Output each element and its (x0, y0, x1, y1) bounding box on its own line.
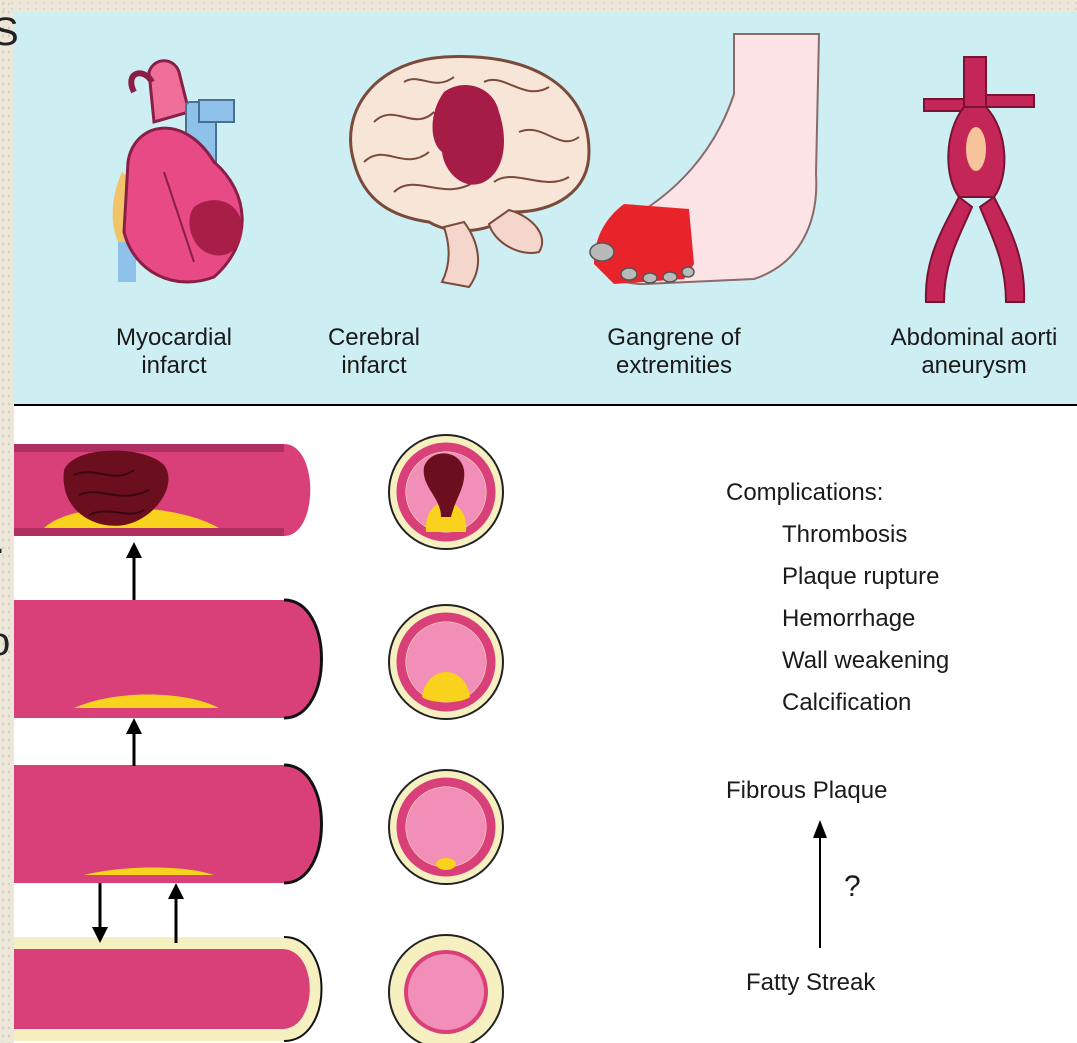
complication-item: Thrombosis (782, 520, 907, 550)
arrow-up-1 (124, 542, 144, 600)
slide-text-fragment: . (0, 520, 5, 560)
slide-text-fragment: o (0, 622, 10, 662)
vessel-normal (14, 937, 334, 1041)
complications-heading: Complications: (726, 478, 883, 508)
fibrous-plaque-label: Fibrous Plaque (726, 776, 887, 806)
complication-item: Hemorrhage (782, 604, 915, 634)
uncertain-marker: ? (844, 872, 861, 902)
organ-label-aneurysm: Abdominal aorti aneurysm (834, 324, 1077, 380)
atherosclerosis-figure: Myocardial infarct Cerebral infarct Gang… (14, 12, 1077, 1043)
arrow-up-2 (124, 718, 144, 766)
arrow-down-regression (90, 883, 110, 943)
slide-background-top (0, 0, 1077, 12)
cross-section-normal (386, 932, 506, 1043)
vessel-fatty-streak (14, 765, 334, 883)
organ-label-myocardial: Myocardial infarct (74, 324, 274, 380)
cross-section-fatty-streak (386, 767, 506, 887)
slide-text-fragment: S (0, 12, 19, 52)
cross-section-complicated (386, 432, 506, 552)
vessel-fibrous-plaque (14, 600, 334, 718)
complication-item: Calcification (782, 688, 911, 718)
organ-label-gangrene: Gangrene of extremities (574, 324, 774, 380)
heart-icon (94, 52, 274, 282)
vessel-complicated-lesion (14, 440, 334, 540)
cross-section-fibrous (386, 602, 506, 722)
aorta-icon (914, 57, 1044, 302)
complication-item: Plaque rupture (782, 562, 939, 592)
organ-label-cerebral: Cerebral infarct (294, 324, 454, 380)
complication-item: Wall weakening (782, 646, 949, 676)
brain-icon (334, 42, 604, 292)
arrow-up-progression (166, 883, 186, 943)
fatty-streak-label: Fatty Streak (746, 968, 875, 998)
foot-icon (584, 34, 834, 294)
progression-arrow (810, 820, 830, 948)
organ-consequences-panel: Myocardial infarct Cerebral infarct Gang… (14, 12, 1077, 406)
